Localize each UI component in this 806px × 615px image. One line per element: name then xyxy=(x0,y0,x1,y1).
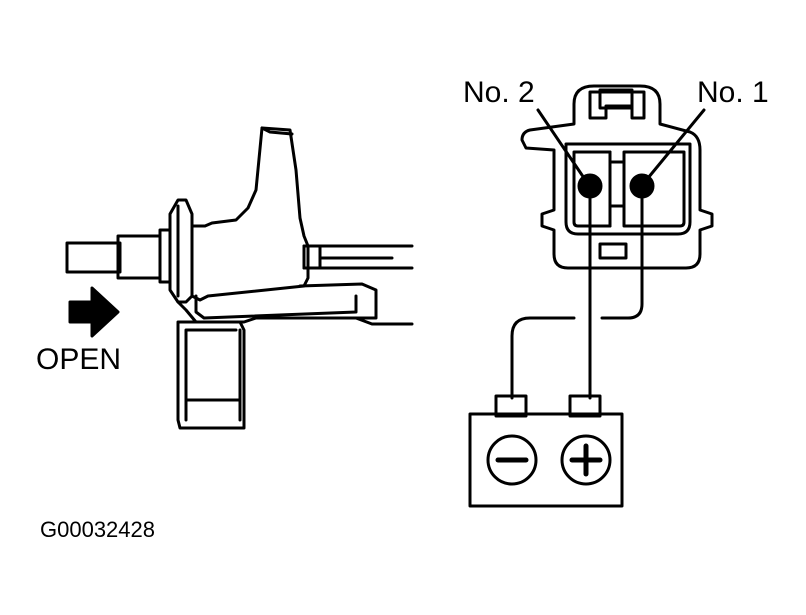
connector-shell xyxy=(520,84,714,270)
lead-negative xyxy=(600,195,644,320)
inlet-pipe xyxy=(65,241,122,274)
label-pin-no2: No. 2 xyxy=(463,76,535,109)
test-leads xyxy=(510,195,644,400)
leader-no1 xyxy=(646,108,706,180)
battery-terminal-negative xyxy=(494,394,528,418)
outlet-pipe xyxy=(302,244,414,270)
label-open: OPEN xyxy=(36,343,122,376)
terminal-no2 xyxy=(577,173,603,199)
figure-code: G00032428 xyxy=(40,517,155,542)
battery-terminal-positive xyxy=(568,394,602,418)
connector xyxy=(520,84,714,270)
open-arrow-icon xyxy=(68,286,120,338)
valve-assembly xyxy=(65,126,414,430)
lock-tab xyxy=(588,90,646,120)
solenoid-body xyxy=(190,126,310,302)
mounting-bracket xyxy=(176,282,378,324)
positive-circle xyxy=(560,434,612,486)
battery xyxy=(468,394,624,508)
negative-circle xyxy=(486,434,538,486)
connector-key xyxy=(598,242,628,260)
lower-block xyxy=(176,320,246,430)
flange xyxy=(168,198,194,304)
collar-nut xyxy=(116,228,172,284)
label-pin-no1: No. 1 xyxy=(697,76,769,109)
leader-no2 xyxy=(536,108,586,180)
connector-inner xyxy=(564,142,692,236)
terminal-no1 xyxy=(629,173,655,199)
battery-case xyxy=(468,412,624,508)
